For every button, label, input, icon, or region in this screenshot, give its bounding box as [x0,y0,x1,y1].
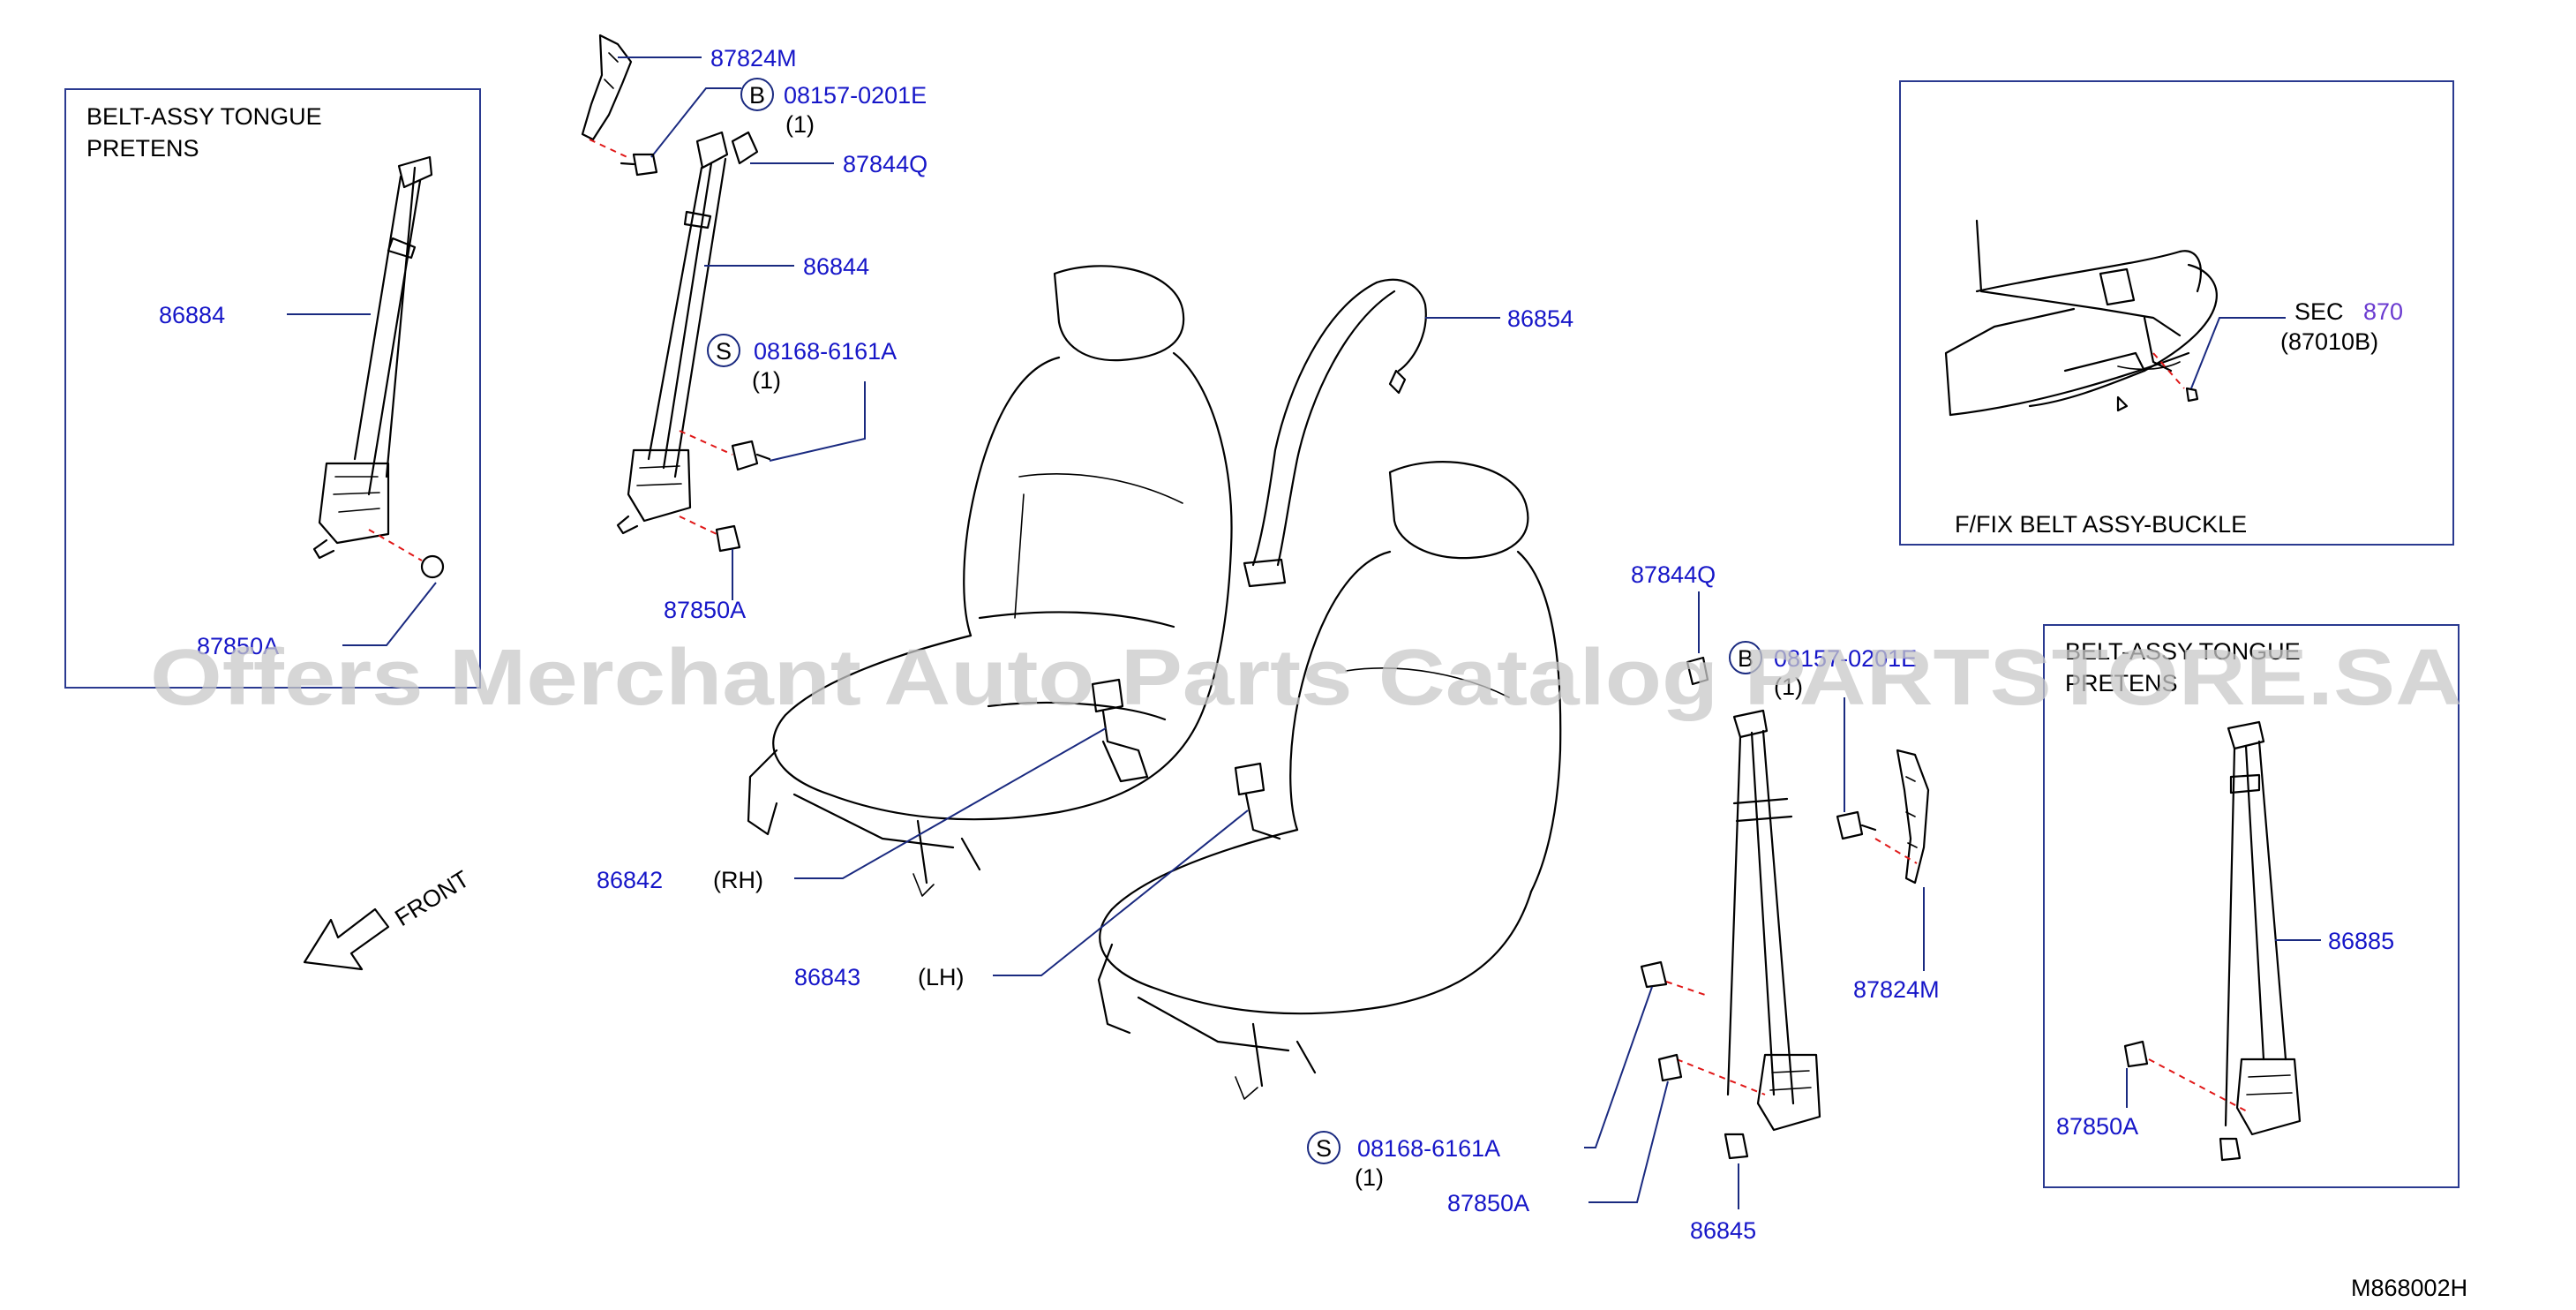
watermark: Offers Merchant Auto Parts Catalog PARTS… [150,634,2462,722]
guide-87844Q-top-drawing [731,131,759,165]
anchor-87824M-mid-drawing [1874,749,1930,885]
marker-s-top-letter: S [716,338,732,365]
guide-87844Q-mid-drawing [1686,656,1709,686]
leader-87850A-left [342,582,437,646]
qty-s-top: (1) [752,367,781,394]
part-87850A-top[interactable]: 87850A [664,597,746,623]
part-86844[interactable]: 86844 [803,253,869,280]
part-87824M-mid[interactable]: 87824M [1853,976,1940,1003]
sec-870-link[interactable]: 870 [2363,298,2403,325]
marker-b-top-letter: B [749,82,765,109]
buckle-inset-title: F/FIX BELT ASSY-BUCKLE [1955,511,2247,538]
leader-sec-870 [2190,317,2286,389]
part-08157-mid[interactable]: 08157-0201E [1774,645,1917,672]
right-pretensioner-belt-drawing [2123,720,2302,1162]
right-inset-title-2: PRETENS [2065,670,2178,696]
part-87850A-right[interactable]: 87850A [2056,1113,2138,1140]
part-86885[interactable]: 86885 [2328,928,2394,954]
buckle-86842-drawing [1091,678,1149,783]
part-87850A-left[interactable]: 87850A [197,633,279,659]
left-pretensioner-inset: BELT-ASSY TONGUE PRETENS 86884 87850A [64,88,481,689]
marker-s-bot [1307,1131,1341,1164]
bolt-08157-mid-drawing [1836,810,1877,840]
bolt-08168-top-drawing [731,440,771,471]
part-08168-top[interactable]: 08168-6161A [754,338,897,365]
buckle-inset: SEC 870 (87010B) F/FIX BELT ASSY-BUCKLE [1899,80,2454,546]
left-inset-frame [64,88,481,689]
part-87844Q-top[interactable]: 87844Q [843,151,928,177]
marker-s-bot-letter: S [1316,1135,1332,1162]
part-08157-top[interactable]: 08157-0201E [784,82,927,109]
right-inset-title-1: BELT-ASSY TONGUE [2065,638,2301,665]
marker-b-top [740,78,774,111]
retractor-86844-drawing [616,131,733,535]
seat-rh-drawing [747,265,1233,897]
part-08168-bot[interactable]: 08168-6161A [1357,1135,1500,1162]
leader-08168-bot [1584,986,1653,1148]
qty-b-mid: (1) [1774,674,1803,700]
part-86843[interactable]: 86843 [794,964,860,990]
label-lh: (LH) [918,964,965,990]
right-inset-frame [2043,624,2460,1188]
top-retractor-group: 87824M B 08157-0201E (1) 87844Q 86844 S … [581,34,928,623]
left-pretensioner-belt-drawing [312,155,445,579]
bolt-lower-drawing [1657,1053,1683,1082]
buckle-86843-drawing [1234,762,1281,840]
part-87844Q-mid[interactable]: 87844Q [1631,561,1716,588]
buckle-inset-frame [1899,80,2454,546]
front-direction-indicator: FRONT [303,865,474,971]
bolt-87850A-top-drawing [715,524,741,553]
left-inset-title-1: BELT-ASSY TONGUE [86,103,322,130]
leader-86843 [993,809,1249,976]
qty-b-top: (1) [785,111,815,138]
retractor-86845-drawing [1640,709,1821,1160]
part-86842[interactable]: 86842 [597,867,663,893]
label-rh: (RH) [713,867,763,893]
bolt-upper-drawing [1640,960,1668,989]
seat-belt-86854-drawing [1243,278,1427,588]
marker-s-top [707,334,740,367]
leader-08157-top [650,87,741,158]
bolt-08157-top-drawing [620,153,658,177]
leader-87850A-bot [1588,1080,1669,1203]
marker-b-mid [1729,641,1762,674]
seat-lh-drawing [1097,461,1562,1100]
diagram-code: M868002H [2351,1275,2467,1301]
lh-retractor-group: 87844Q B 08157-0201E (1) 87824M [1307,561,1940,1244]
leader-08168-top [769,381,866,462]
part-87850A-bot[interactable]: 87850A [1447,1190,1529,1216]
part-86854[interactable]: 86854 [1507,305,1573,332]
front-arrow-icon [303,907,390,971]
qty-s-bot: (1) [1355,1164,1384,1191]
front-label: FRONT [390,865,474,931]
marker-b-mid-letter: B [1738,645,1754,672]
anchor-87824M-top-drawing [581,34,633,160]
right-pretensioner-inset: BELT-ASSY TONGUE PRETENS 86885 87850A [2043,624,2460,1188]
part-86884[interactable]: 86884 [159,302,225,328]
sec-ref: (87010B) [2280,328,2378,355]
sec-label: SEC [2294,298,2344,325]
buckle-inset-drawing [1944,219,2218,417]
leader-86842 [794,727,1107,879]
left-inset-title-2: PRETENS [86,135,199,162]
part-87824M-top[interactable]: 87824M [710,45,797,72]
part-86845[interactable]: 86845 [1690,1217,1756,1244]
